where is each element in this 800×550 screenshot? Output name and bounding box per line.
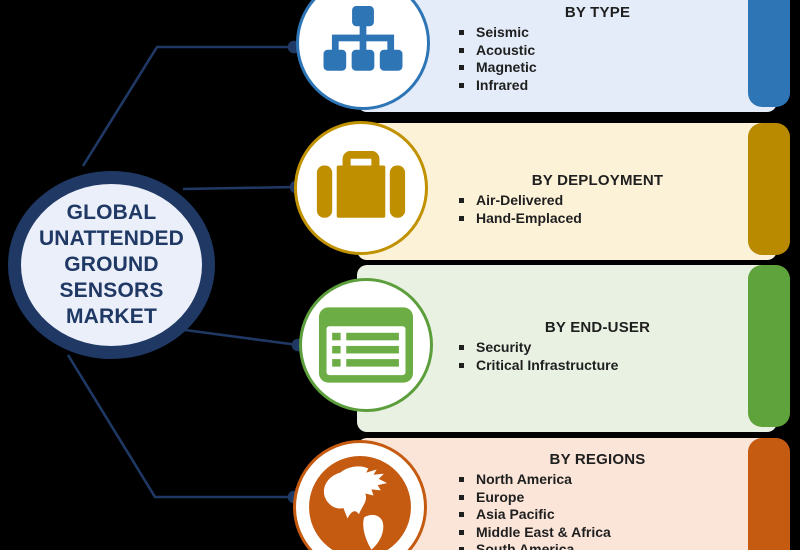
segment-item: Critical Infrastructure [459,357,775,375]
segment-item: Europe [459,489,775,507]
segment-icon-circle-type [296,0,430,110]
segment-heading: BY DEPLOYMENT [531,172,664,189]
segment-heading: BY END-USER [544,319,651,336]
segment-item: South America [459,541,775,550]
segment-item: Seismic [459,24,775,42]
connector-line-regions [66,354,294,499]
segment-icon-circle-end-user [299,278,433,412]
connector-line-deployment [182,185,297,191]
segment-heading: BY TYPE [564,4,631,21]
segment-icon-circle-regions [293,440,427,550]
segment-item: Infrared [459,77,775,95]
segment-item: Acoustic [459,42,775,60]
hub-title-line: GLOBAL [66,201,157,224]
segment-item: Middle East & Africa [459,524,775,542]
segment-item: Asia Pacific [459,506,775,524]
globe-icon [309,456,411,550]
segment-item: Security [459,339,775,357]
hub-title-line: UNATTENDED [38,227,185,250]
segment-icon-circle-deployment [294,121,428,255]
hub-title-line: SENSORS [59,279,164,302]
list-alt-icon [319,307,413,383]
segment-heading: BY REGIONS [549,451,646,468]
market-hub-circle: GLOBAL UNATTENDED GROUND SENSORS MARKET [8,171,215,359]
connector-line-enduser [184,328,299,347]
segment-item: Air-Delivered [459,192,775,210]
connector-line-type [81,45,294,167]
briefcase-icon [316,151,406,218]
sitemap-icon [323,6,403,71]
segment-item: Hand-Emplaced [459,210,775,228]
segment-item: Magnetic [459,59,775,77]
hub-title-line: GROUND [64,253,159,276]
hub-title-line: MARKET [65,305,158,328]
segment-item: North America [459,471,775,489]
